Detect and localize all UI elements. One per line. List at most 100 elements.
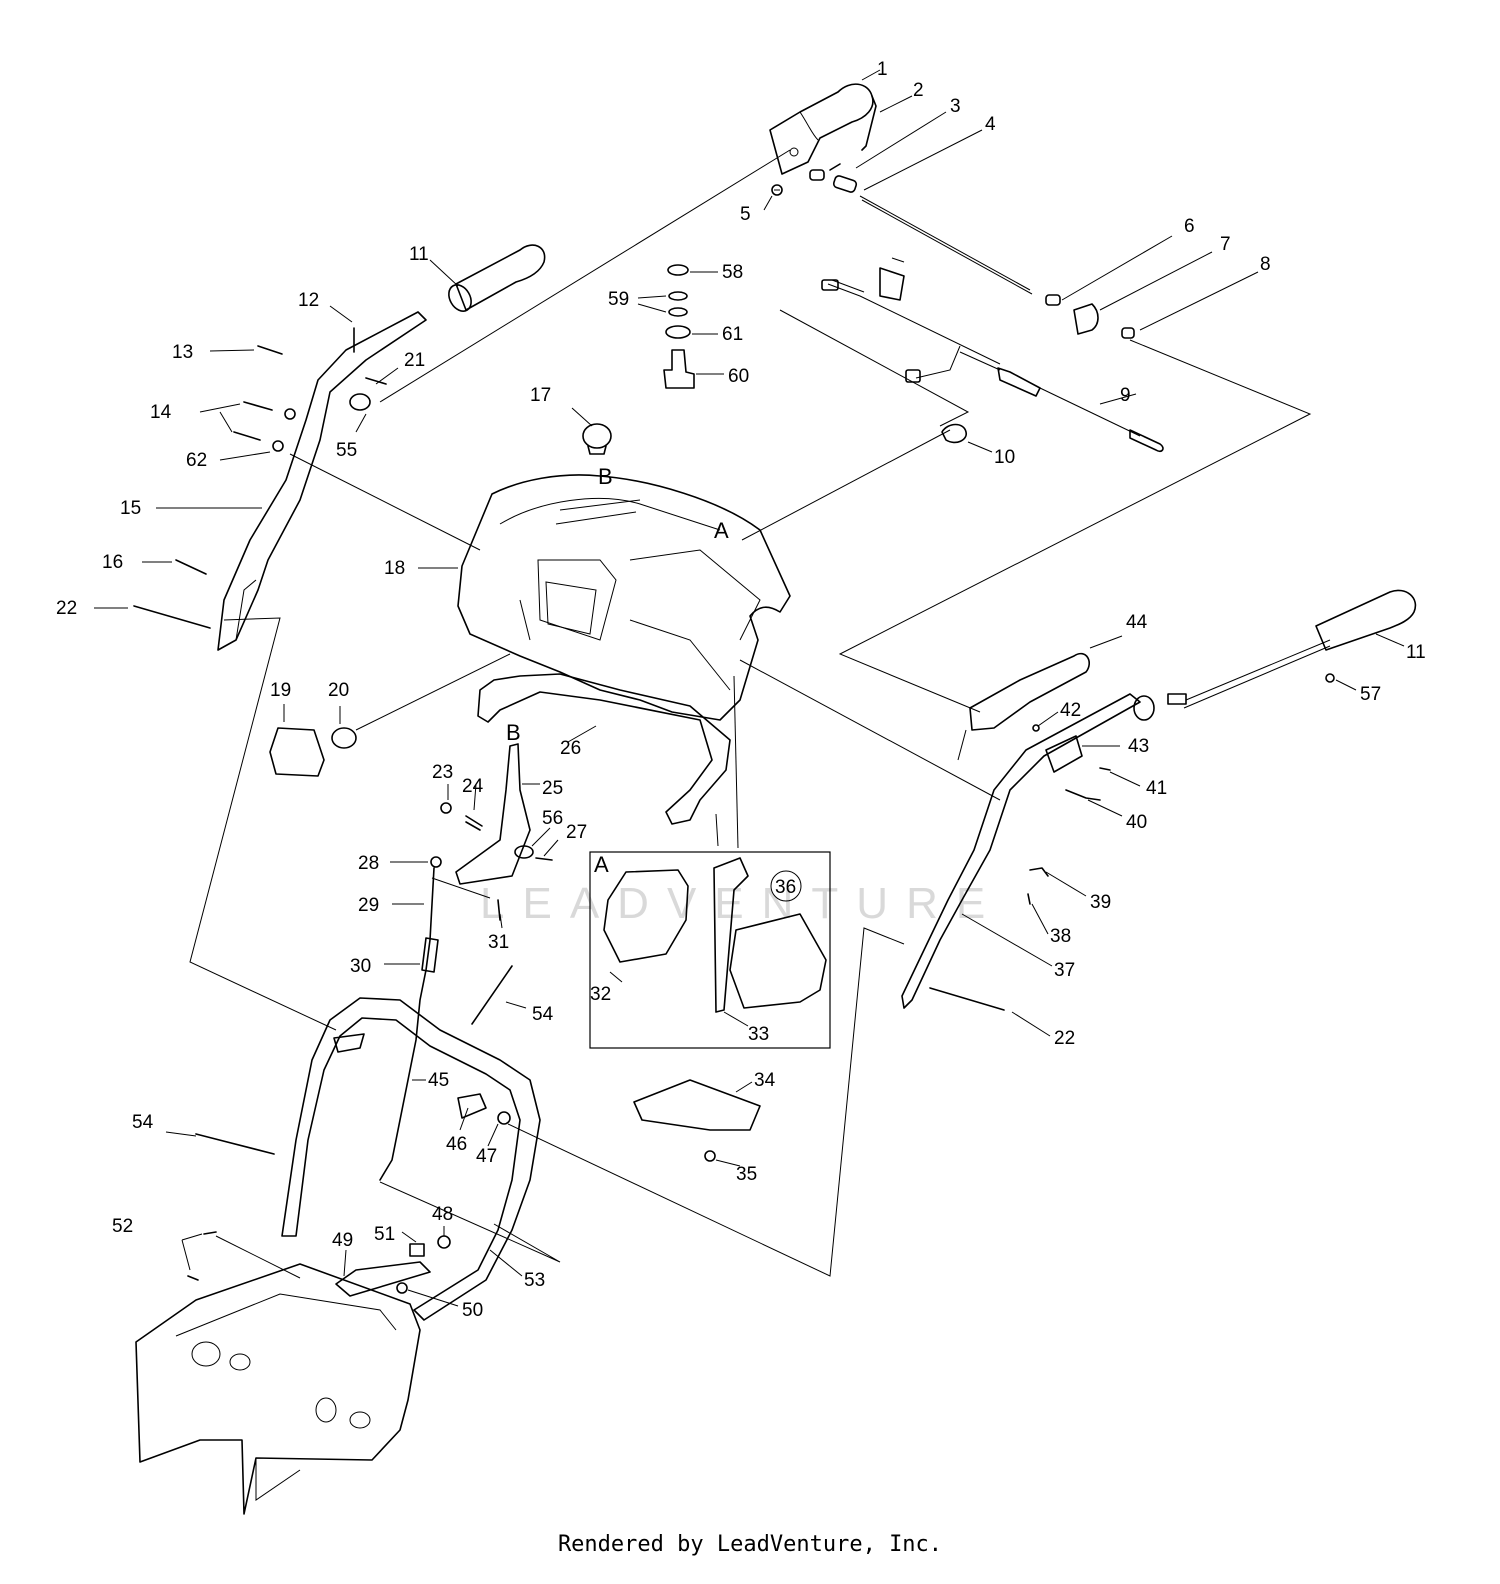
callout-39: 39 (1090, 892, 1111, 913)
part-33-shift-lever (713, 857, 827, 1013)
callout-52: 52 (112, 1216, 133, 1237)
part-49-bracket (335, 1261, 431, 1297)
part-43-plate (1045, 735, 1083, 773)
callout-24: 24 (462, 776, 484, 797)
callout-17: 17 (530, 385, 551, 406)
part-42-screw (1032, 724, 1040, 732)
callout-6: 6 (1184, 216, 1195, 237)
inset-detail-a (589, 851, 831, 1049)
part-32-shift-guide (603, 869, 689, 963)
callout-7: 7 (1220, 234, 1231, 255)
callout-37: 37 (1054, 960, 1075, 981)
callout-12: 12 (298, 290, 319, 311)
part-23-nut (440, 802, 452, 814)
part-3-4-cable-fitting (809, 163, 858, 193)
callout-36: 36 (775, 877, 796, 898)
callout-60: 61 (722, 324, 743, 345)
callout-22-left: 22 (56, 598, 77, 619)
part-56-washer (514, 845, 534, 859)
part-21-screw (365, 377, 387, 385)
callout-29: 29 (358, 895, 379, 916)
callout-51: 51 (374, 1224, 395, 1245)
callout-27: 27 (566, 822, 587, 843)
part-9-cable-harness (821, 257, 1164, 453)
callout-36-circle (770, 870, 802, 902)
part-17-knob (582, 423, 612, 455)
callout-21: 21 (404, 350, 425, 371)
part-4-cable (859, 195, 1031, 291)
part-24-spring (465, 815, 483, 831)
part-34-bracket (633, 1079, 761, 1131)
ref-letter-b-rod: B (506, 720, 521, 745)
part-5-screw (771, 184, 783, 196)
part-54-tie-lower (195, 1133, 275, 1155)
part-41-pin (1099, 767, 1111, 771)
part-19-headlight (269, 727, 325, 777)
part-7-bracket (1073, 303, 1099, 335)
part-25-shift-plate (455, 743, 531, 885)
part-14-bolts (233, 401, 273, 441)
callout-25: 25 (542, 778, 563, 799)
part-35-screw (704, 1150, 716, 1162)
callout-10: 10 (994, 447, 1015, 468)
part-44-handle (957, 652, 1090, 761)
part-27-bolt (535, 857, 553, 861)
part-11-left-grip (448, 244, 546, 312)
callout-32: 32 (590, 984, 611, 1005)
callout-14: 14 (150, 402, 172, 423)
callout-15: 15 (120, 498, 141, 519)
part-22-tie-right (929, 987, 1005, 1011)
leader-lines (94, 69, 1405, 1307)
callout-59: 59 (608, 289, 629, 310)
part-54-tie-upper (471, 965, 513, 1025)
callout-16: 16 (102, 552, 123, 573)
part-15-left-handle (217, 311, 427, 651)
callout-labels: 1 2 3 4 5 6 7 8 9 10 11 11 12 13 14 15 1… (56, 59, 1426, 1321)
part-46-guide (457, 1093, 487, 1119)
watermark-text: LEADVENTURE (480, 879, 1003, 928)
callout-9: 9 (1120, 385, 1131, 406)
callout-54-upper: 54 (532, 1004, 554, 1025)
callout-11-left: 11 (409, 244, 429, 265)
callout-31: 31 (488, 932, 509, 953)
callout-48: 48 (432, 1204, 453, 1225)
callout-42: 42 (1060, 700, 1081, 721)
part-28-30-shift-rod (379, 856, 442, 1181)
callout-22-right: 22 (1054, 1028, 1075, 1049)
callout-11-right: 11 (1406, 642, 1426, 663)
part-48-nut (437, 1235, 451, 1249)
callout-50: 50 (462, 1300, 483, 1321)
part-57-screw (1325, 673, 1335, 683)
part-8-nut (1121, 327, 1135, 339)
callout-44: 44 (1126, 612, 1148, 633)
ref-letter-a-inset: A (594, 852, 609, 877)
part-50-nut (396, 1282, 408, 1294)
callout-13: 13 (172, 342, 193, 363)
callout-19: 19 (270, 680, 291, 701)
part-26-bracket (477, 673, 731, 825)
callout-18: 18 (384, 558, 405, 579)
callout-4: 4 (985, 114, 996, 135)
part-52-bolts (187, 1231, 217, 1281)
part-37-right-handle (901, 693, 1155, 1009)
part-13-bolt (257, 345, 283, 355)
part-55-bushing (349, 393, 371, 411)
part-2-pin (861, 95, 877, 151)
part-6-ferrule (1045, 294, 1061, 306)
callout-30: 30 (350, 956, 371, 977)
part-47-nut (497, 1111, 511, 1125)
part-20-bulb (331, 727, 357, 749)
callout-49: 49 (332, 1230, 353, 1251)
part-1-handle-grip (769, 83, 874, 175)
callout-55: 55 (336, 440, 357, 461)
callout-33: 33 (748, 1024, 769, 1045)
callout-1: 1 (877, 59, 888, 80)
part-16-bolt (175, 559, 207, 575)
part-22-tie-left (133, 605, 211, 629)
callout-47: 47 (476, 1146, 497, 1167)
callout-62: 62 (186, 450, 207, 471)
callout-53: 53 (524, 1270, 545, 1291)
callout-56: 56 (542, 808, 563, 829)
callout-28: 28 (358, 853, 379, 874)
part-frame-housing (135, 1263, 421, 1515)
